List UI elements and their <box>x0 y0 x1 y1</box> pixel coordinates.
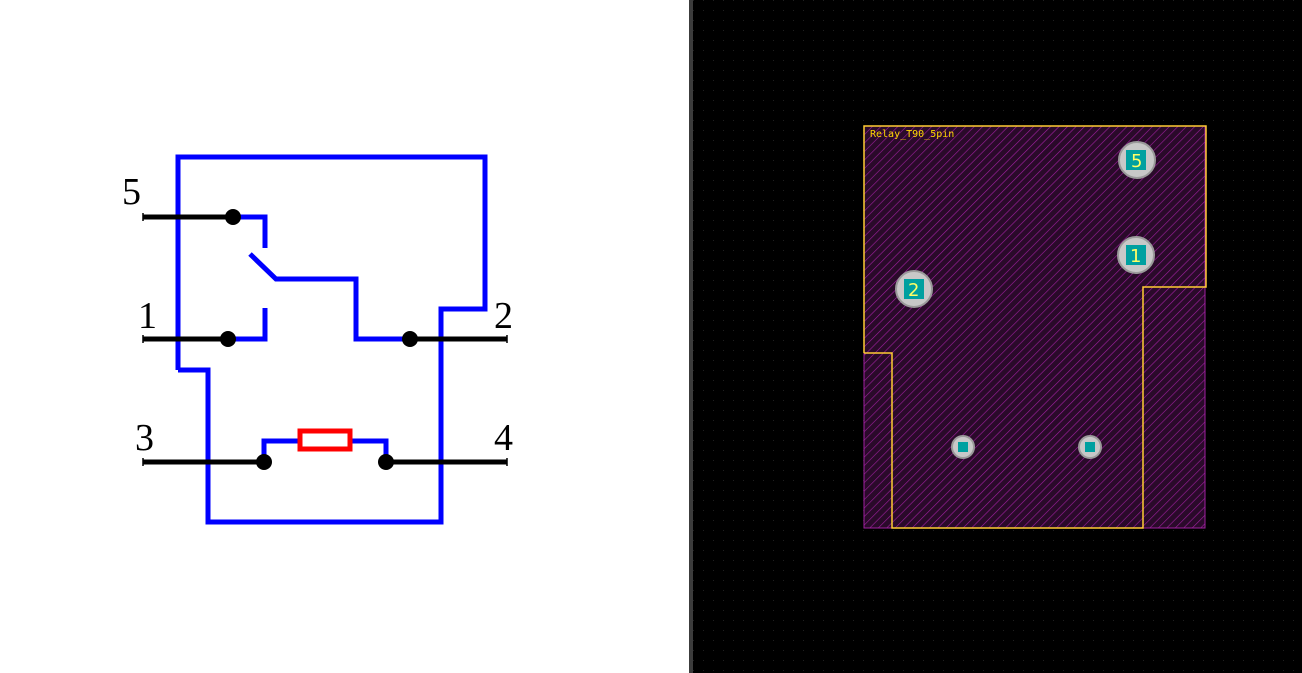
pad-small-left[interactable] <box>951 435 975 459</box>
junction-dot-4 <box>378 454 394 470</box>
junction-dot-3 <box>256 454 272 470</box>
pad-number-2: 2 <box>908 280 919 301</box>
silkscreen-outline <box>863 125 1207 529</box>
contact-nc <box>233 214 268 248</box>
pad-2[interactable]: 2 <box>895 270 933 308</box>
junction-dot-5 <box>225 209 241 225</box>
footprint-canvas: Relay_T90_5pin 5 1 2 <box>693 0 1302 673</box>
courtyard-area <box>863 125 1206 529</box>
pin-number-3: 3 <box>135 417 154 459</box>
body-outline-left <box>175 154 488 525</box>
pin-number-2: 2 <box>494 295 513 337</box>
schematic-view: 5 1 2 3 4 <box>122 154 513 525</box>
junction-dot-2 <box>402 331 418 347</box>
coil <box>297 428 353 452</box>
pcb-footprint-view: Relay_T90_5pin 5 1 2 <box>693 0 1302 673</box>
pad-1[interactable]: 1 <box>1117 236 1155 274</box>
pad-number-5: 5 <box>1131 151 1142 172</box>
pin-number-4: 4 <box>494 417 513 459</box>
pin-number-5: 5 <box>122 171 141 213</box>
pad-number-1: 1 <box>1130 246 1141 267</box>
panel-divider[interactable] <box>689 0 693 673</box>
relay-symbol: 5 1 2 3 4 <box>122 154 513 525</box>
footprint-name-label: Relay_T90_5pin <box>870 129 954 140</box>
pad-5[interactable]: 5 <box>1118 141 1156 179</box>
junction-dot-1 <box>220 331 236 347</box>
contact-no <box>228 308 268 342</box>
switch-lever <box>248 252 410 342</box>
pad-small-right[interactable] <box>1078 435 1102 459</box>
pin-number-1: 1 <box>138 295 157 337</box>
